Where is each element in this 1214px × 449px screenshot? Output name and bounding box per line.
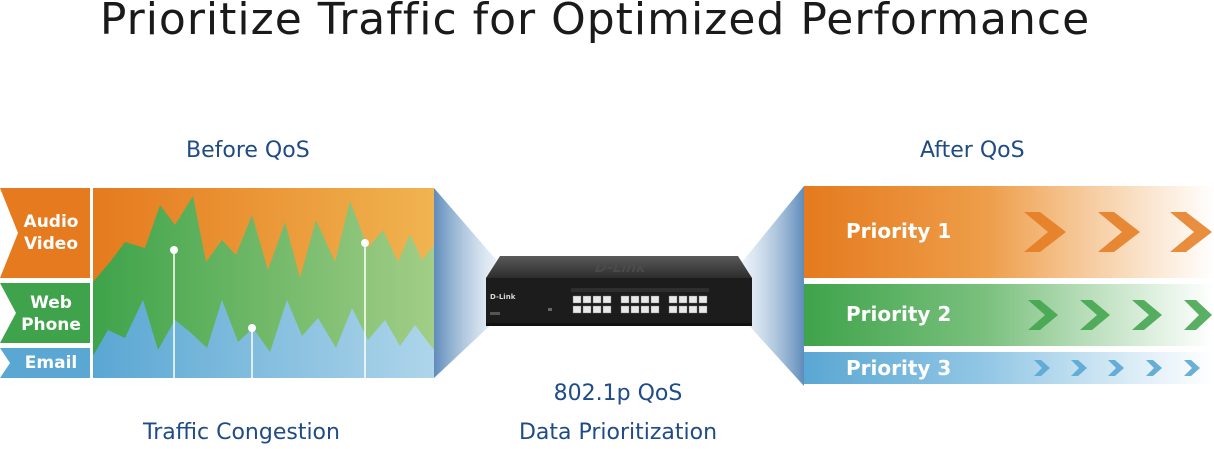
chevron-right-icon xyxy=(1034,360,1050,376)
priority-lane-2 xyxy=(804,284,1214,346)
chevron-right-icon xyxy=(1146,360,1162,376)
before-qos-heading: Before QoS xyxy=(186,138,310,163)
chevron-right-icon xyxy=(1184,360,1200,376)
network-switch-icon: D-Link D-Link xyxy=(486,256,752,326)
beam-right xyxy=(742,186,804,386)
category-label-audio-video: Audio Video xyxy=(23,212,79,254)
svg-text:D-Link: D-Link xyxy=(490,293,516,301)
category-tab-web-phone xyxy=(0,283,90,343)
svg-text:D-Link: D-Link xyxy=(592,260,649,275)
congestion-chart xyxy=(93,188,434,378)
beam-left xyxy=(434,188,498,378)
chevron-right-icon xyxy=(1108,360,1124,376)
page-title: Prioritize Traffic for Optimized Perform… xyxy=(99,0,1091,45)
chevrons-lane-1 xyxy=(1024,212,1212,252)
chevron-right-icon xyxy=(1098,212,1140,252)
chevron-right-icon xyxy=(1024,212,1066,252)
priority-lane-3 xyxy=(804,352,1214,384)
qos-standard-caption: 802.1p QoS xyxy=(553,381,683,406)
chevron-right-icon xyxy=(1132,300,1162,330)
chevrons-lane-2 xyxy=(1028,300,1212,330)
chevron-right-icon xyxy=(1184,300,1212,330)
priority-lane-1 xyxy=(804,186,1214,278)
chevron-right-icon xyxy=(1071,360,1087,376)
category-tab-email xyxy=(0,348,90,378)
chevron-right-icon xyxy=(1028,300,1058,330)
category-label-web-phone: Web Phone xyxy=(21,293,81,335)
category-tab-audio-video xyxy=(0,188,90,278)
chevron-right-icon xyxy=(1170,212,1212,252)
data-prioritization-caption: Data Prioritization xyxy=(518,420,718,445)
chevrons-lane-3 xyxy=(1034,360,1200,376)
priority-1-label: Priority 1 xyxy=(846,219,952,243)
after-qos-heading: After QoS xyxy=(920,138,1025,163)
chevron-right-icon xyxy=(1080,300,1110,330)
category-label-email: Email xyxy=(24,353,78,373)
priority-2-label: Priority 2 xyxy=(846,302,952,326)
priority-3-label: Priority 3 xyxy=(846,356,952,380)
traffic-congestion-caption: Traffic Congestion xyxy=(143,420,340,445)
